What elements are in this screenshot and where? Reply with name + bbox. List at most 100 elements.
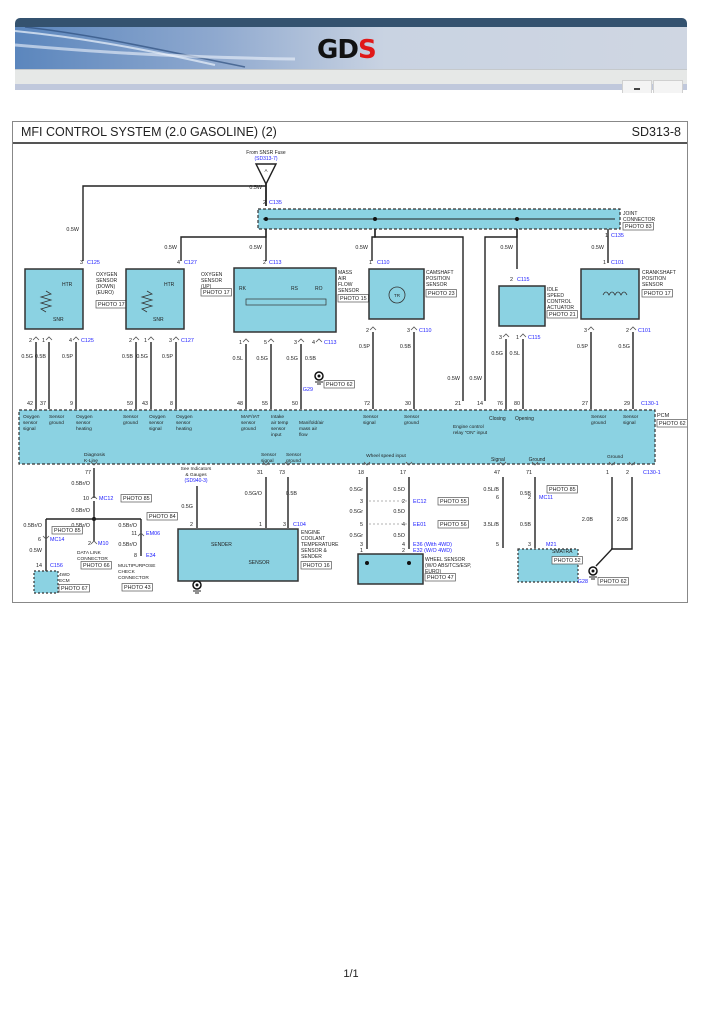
connector-pin: [45, 336, 53, 341]
ckp-name: SENSOR: [642, 282, 664, 288]
connector-label: C101: [638, 328, 651, 334]
mpc-photo-frame: [121, 583, 153, 592]
diagram-code: SD313-8: [631, 125, 681, 139]
connector-pin: [90, 540, 98, 545]
pin-number: 3: [360, 542, 363, 548]
connector-pin: [267, 338, 275, 343]
pin-number: 1: [42, 338, 45, 344]
ect-ground-center: [195, 583, 199, 587]
pcm-terminal-label: MAF/IAT: [241, 414, 260, 420]
toolbar-strip-2: [15, 84, 687, 90]
jc-junction: [264, 217, 268, 221]
pcm-terminal-label: ground: [241, 426, 256, 432]
pcm-terminal-label: Sensor: [623, 414, 639, 420]
pcm-bottom-pin-number: 47: [494, 470, 500, 476]
pcm-bottom-pin-number: 2: [626, 470, 629, 476]
pin-number: 2: [402, 499, 405, 505]
wheel-photo-frame: [424, 573, 456, 582]
header-top-bar: [15, 18, 687, 27]
wire-label: 0.5W: [355, 245, 368, 251]
o2-down-htr: HTR: [62, 282, 73, 288]
ect-photo: PHOTO 16: [303, 563, 330, 569]
pcm-terminal-label: ground: [404, 420, 419, 426]
cmp-tr: TR: [394, 293, 401, 298]
connector-label: C125: [81, 338, 94, 344]
wheel-photo: PHOTO 56: [440, 522, 467, 528]
o2-down-name: (EURO): [96, 290, 114, 296]
pin-number: 2: [88, 541, 91, 547]
pin-number: 4: [402, 542, 405, 548]
o2-down-photo: PHOTO 17: [98, 302, 125, 308]
resistor-icon: [140, 290, 154, 313]
pin-number: 5: [264, 340, 267, 346]
wheel-photo: PHOTO 55: [440, 499, 467, 505]
connector-pin: [369, 326, 377, 331]
g28-photo-frame: [597, 577, 629, 586]
connector-pin: [137, 532, 145, 537]
isca-photo: PHOTO 21: [549, 312, 576, 318]
pcm-terminal-label: Sensor: [404, 414, 420, 420]
pcm-pin: 8: [170, 401, 173, 407]
pcm-bottom-pin: [405, 461, 413, 466]
connector-pin: [502, 333, 510, 338]
wire-label: 0.5P: [577, 344, 588, 350]
wire-label: 0.5P: [62, 354, 73, 360]
pcm-terminal-label: sensor: [241, 420, 256, 426]
connector-label: EE01: [413, 522, 426, 528]
resistor-icon: [39, 290, 53, 313]
minimize-button[interactable]: [622, 80, 652, 93]
connector-pin: [172, 336, 180, 341]
pcm-terminal-label: Intake: [271, 414, 284, 420]
pin-label: 3: [80, 260, 83, 266]
pin-number: 4: [402, 522, 405, 528]
header-swoosh-graphic: [15, 27, 295, 68]
pcm-bottom-pin: [262, 461, 270, 466]
wire-label: 0.5B: [305, 356, 316, 362]
connector-label: C113: [324, 340, 337, 346]
pcm-closing-label: Closing: [489, 416, 506, 422]
connector-pin: [242, 338, 250, 343]
pcm-ecr-label: Engine control: [453, 424, 484, 430]
indicators-label: & Gauges: [185, 472, 207, 478]
pin-number: 1: [144, 338, 147, 344]
dlc-name: CONNECTOR: [77, 556, 108, 562]
ect-sensor-label: SENSOR: [248, 560, 270, 566]
pin-number: 3: [407, 328, 410, 334]
connector-label: EM06: [146, 531, 160, 537]
pcm-signal-label: Signal: [491, 457, 505, 463]
pcm-terminal-label: sensor: [271, 426, 286, 432]
wire-label: 0.5W: [249, 245, 262, 251]
o2-up-name: OXYGEN: [201, 272, 223, 278]
maf-name: SENSOR: [338, 288, 360, 294]
pcm-bottom-pin-number: 1: [606, 470, 609, 476]
pcm-pin: 9: [70, 401, 73, 407]
page-indicator: 1/1: [343, 968, 359, 980]
wire-label: 0.5Br/O: [118, 542, 137, 548]
toolbar-strip: [15, 69, 687, 85]
transistor-icon: [388, 286, 406, 304]
pin-number: 14: [36, 563, 42, 569]
maximize-button[interactable]: [653, 80, 683, 93]
wire-label: 0.5Gr: [350, 487, 364, 493]
pin-number: 1: [239, 340, 242, 346]
pcm-terminal-label: signal: [623, 420, 636, 426]
jc-photo-frame: [622, 222, 654, 231]
wire-label: 0.5G: [181, 504, 193, 510]
pcm-label: Sensor: [286, 452, 302, 458]
pcm-terminal-label: ground: [591, 420, 606, 426]
connector-label: E36 (With 4WD): [413, 542, 452, 548]
wire-label: 0.5P: [162, 354, 173, 360]
cmp-photo-frame: [425, 289, 457, 298]
4wd-ecm-name: ECM: [59, 578, 70, 584]
pcm-name: PCM: [657, 413, 670, 419]
pcm-pin: 29: [624, 401, 630, 407]
4wd-ecm-box: [33, 570, 59, 594]
connector-pin: [629, 326, 637, 331]
wire-label: 0.5Br/O: [71, 523, 90, 529]
mc14-photo: PHOTO 85: [54, 528, 81, 534]
pcm-pin: 43: [142, 401, 148, 407]
pcm-photo: PHOTO 62: [659, 421, 686, 427]
pcm-bottom-pin-number: 18: [358, 470, 364, 476]
pcm-terminal-label: Sensor: [123, 414, 139, 420]
logo-text: GD: [317, 35, 359, 65]
